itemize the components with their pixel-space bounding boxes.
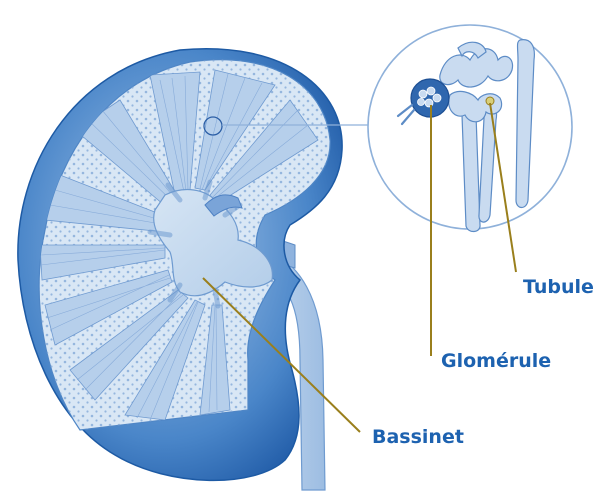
bassinet-label: Bassinet xyxy=(372,426,464,448)
glomerule-label: Glomérule xyxy=(441,350,551,372)
tubule-label: Tubule xyxy=(523,276,594,298)
